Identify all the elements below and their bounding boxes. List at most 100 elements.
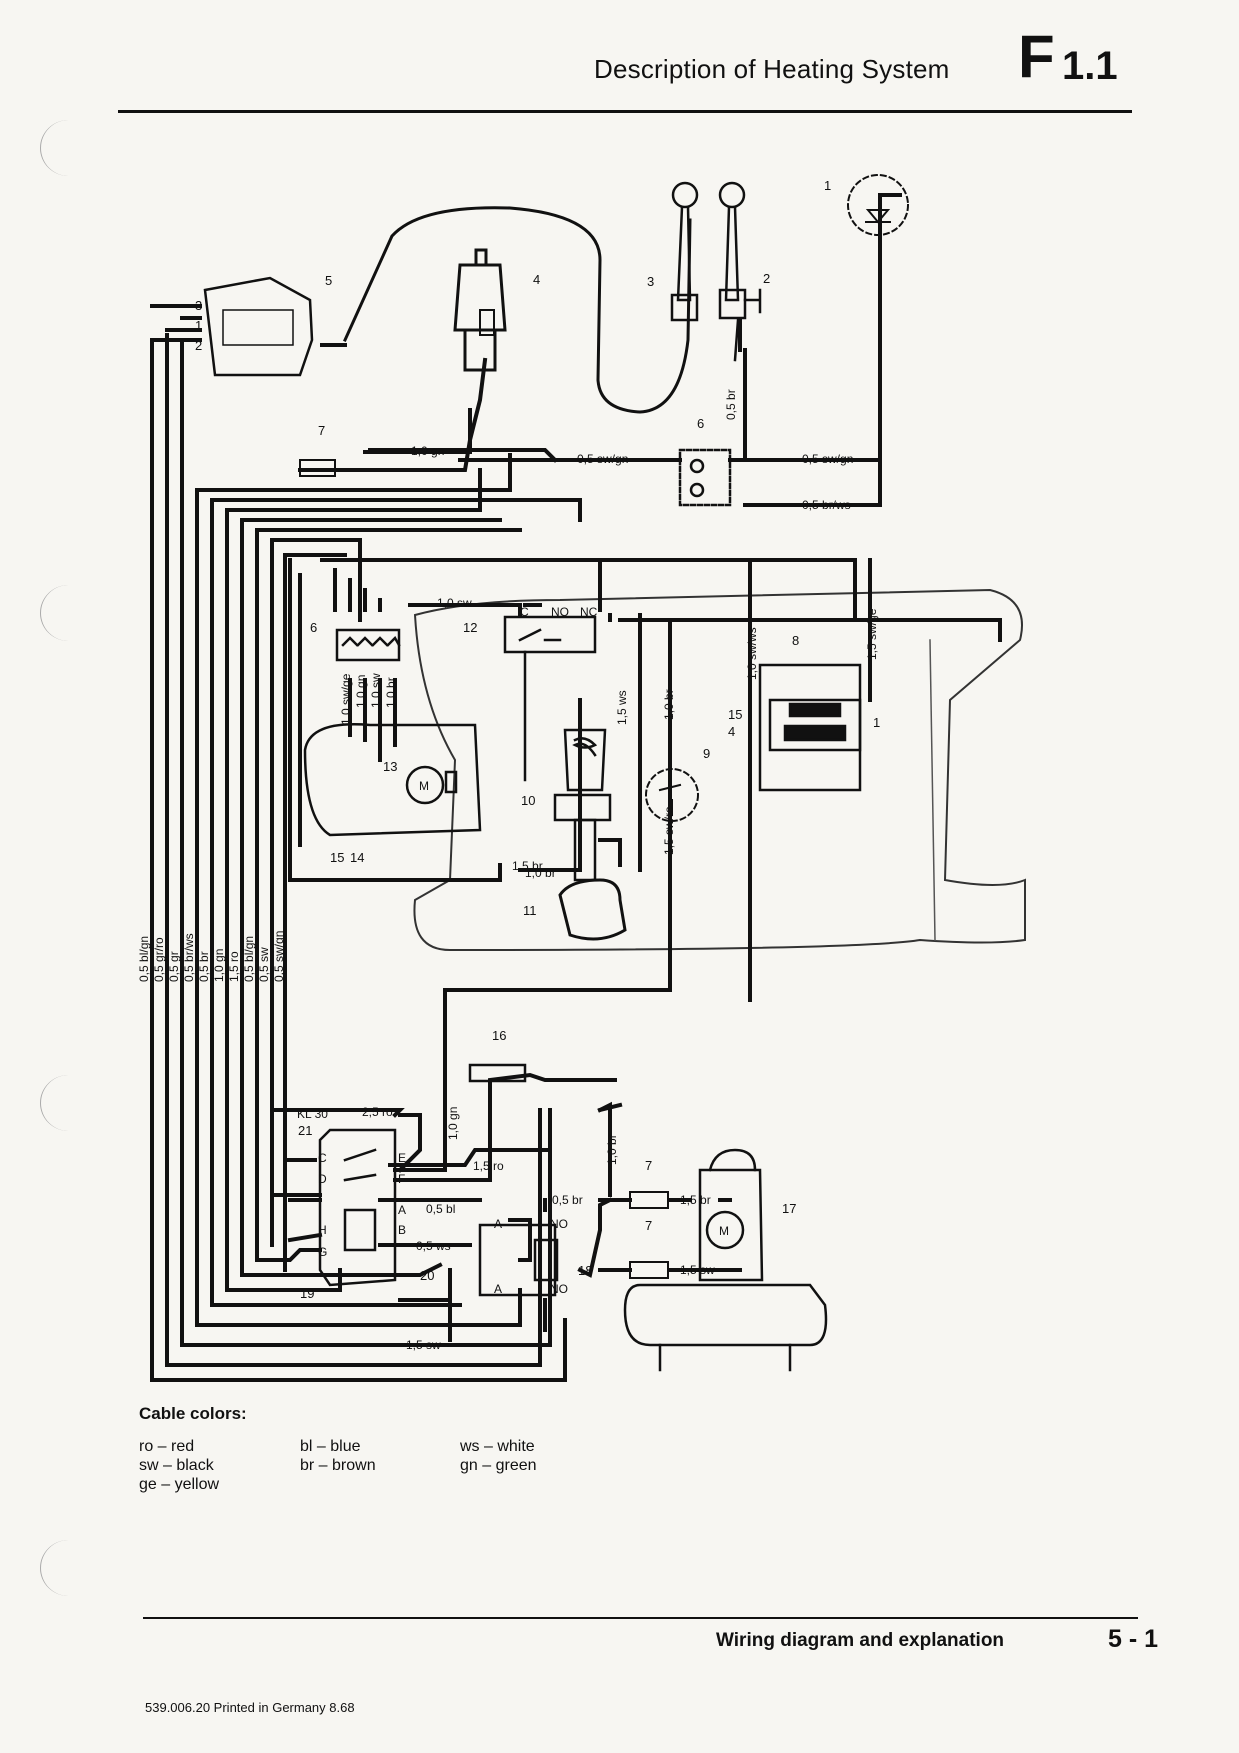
connector-6-top bbox=[678, 448, 732, 507]
wire-label: 1,0 br bbox=[525, 866, 556, 880]
bundle-label: 1,0 gn bbox=[212, 949, 226, 982]
footer-divider bbox=[143, 1617, 1138, 1619]
legend-item: ro – red bbox=[139, 1438, 195, 1455]
bundle-labels: 0,5 bl/gn 0,5 gr/ro 0,5 gr 0,5 br/ws 0,5… bbox=[137, 931, 286, 982]
terminal-label: A bbox=[398, 1203, 406, 1217]
wire-label: 0,5 ws bbox=[416, 1239, 451, 1253]
component-number: 21 bbox=[298, 1123, 312, 1138]
component-number: 13 bbox=[383, 759, 397, 774]
component-number: 6 bbox=[310, 620, 317, 635]
binder-hole bbox=[40, 120, 97, 176]
wire-bundle-left bbox=[150, 333, 287, 1382]
component-number: 12 bbox=[463, 620, 477, 635]
heater-body-outline bbox=[413, 588, 1026, 952]
section-code-letter: F bbox=[1018, 23, 1055, 90]
bundle-label: 0,5 br bbox=[197, 951, 211, 982]
terminal-label: B bbox=[398, 1223, 406, 1237]
section-code-number: 1.1 bbox=[1062, 44, 1118, 88]
switch-12 bbox=[503, 615, 597, 782]
terminal-label: A bbox=[494, 1282, 502, 1296]
blower-motor-13 bbox=[303, 723, 482, 837]
diode-1 bbox=[847, 174, 909, 236]
terminal-label: C bbox=[520, 605, 529, 619]
component-number: 5 bbox=[325, 273, 332, 288]
component-number: 7 bbox=[645, 1158, 652, 1173]
terminal-label: A bbox=[494, 1217, 502, 1231]
component-number: 17 bbox=[782, 1201, 796, 1216]
terminal-label: C bbox=[318, 1151, 327, 1165]
component-number: 2 bbox=[195, 338, 202, 353]
wire-label: 0,5 sw/gn bbox=[577, 452, 628, 466]
component-number: 15 bbox=[330, 850, 344, 865]
thermostat-18 bbox=[478, 1223, 559, 1297]
terminal-label: NO bbox=[550, 1217, 568, 1231]
footer-section-title: Wiring diagram and explanation bbox=[716, 1630, 1005, 1651]
page-title: Description of Heating System bbox=[594, 54, 950, 84]
terminal-label: NO bbox=[551, 605, 569, 619]
component-number: 1 bbox=[824, 178, 831, 193]
wire-label: 0,5 br/ws bbox=[802, 498, 851, 512]
bundle-label: 1,5 ro bbox=[227, 951, 241, 982]
component-number: 3 bbox=[647, 274, 654, 289]
fuse-7-b bbox=[629, 1191, 669, 1209]
header-divider bbox=[118, 110, 1132, 113]
page-number: 5 - 1 bbox=[1108, 1625, 1159, 1653]
control-cable bbox=[343, 206, 692, 414]
ignition-coil-11 bbox=[558, 878, 627, 941]
legend-column-1: ro – red sw – black ge – yellow bbox=[139, 1437, 219, 1494]
component-number: 4 bbox=[728, 724, 735, 739]
wire-label: 0,5 bl bbox=[426, 1202, 455, 1216]
component-number: 6 bbox=[697, 416, 704, 431]
component-number: 20 bbox=[420, 1268, 434, 1283]
component-number: 18 bbox=[578, 1263, 592, 1278]
terminal-label: G bbox=[318, 1245, 327, 1259]
component-number: 7 bbox=[318, 423, 325, 438]
binder-hole bbox=[40, 1075, 97, 1131]
wire-label: 0,5 sw/gn bbox=[802, 452, 853, 466]
legend-item: bl – blue bbox=[300, 1438, 361, 1455]
component-numbers: 1 2 3 4 5 6 7 8 9 10 11 12 13 14 15 16 1… bbox=[195, 178, 880, 1301]
component-number: 1 bbox=[873, 715, 880, 730]
wire-label: 1,5 br bbox=[680, 1193, 711, 1207]
component-number: 11 bbox=[523, 903, 537, 918]
legend-item: br – brown bbox=[300, 1457, 376, 1474]
component-number: 2 bbox=[763, 271, 770, 286]
resistor-8 bbox=[758, 663, 862, 792]
control-unit-5 bbox=[203, 276, 314, 377]
bundle-label: 0,5 br/ws bbox=[182, 933, 196, 982]
terminal-letters: C D E F H G B A C NO NC A NO A NO M M bbox=[318, 605, 729, 1296]
relay-19 bbox=[318, 1128, 397, 1287]
component-number: 15 bbox=[728, 707, 742, 722]
legend-item: sw – black bbox=[139, 1457, 214, 1474]
wire-label: 1,0 gn bbox=[411, 444, 444, 458]
wire-label: 1,0 sw bbox=[369, 673, 383, 708]
wire-label: 1,5 ws bbox=[615, 690, 629, 725]
fuse-7 bbox=[299, 459, 336, 477]
bundle-label: 0,5 gr bbox=[167, 951, 181, 982]
terminal-label: NO bbox=[550, 1282, 568, 1296]
legend-item: ge – yellow bbox=[139, 1476, 220, 1493]
wire-label: 1,0 sw bbox=[437, 596, 472, 610]
wire-label: 1,0 sw/ws bbox=[745, 627, 759, 680]
motor-label: M bbox=[719, 1224, 729, 1238]
wire-label: 1,0 br bbox=[662, 689, 676, 720]
wire-label: 1,0 sw/ge bbox=[339, 673, 353, 725]
bundle-label: 0,5 bl/gn bbox=[137, 936, 151, 982]
terminal-label: NC bbox=[580, 605, 598, 619]
component-number: 3 bbox=[195, 298, 202, 313]
wire-label: 1,0 gn bbox=[446, 1107, 460, 1140]
wiring-diagram: 1 2 3 4 5 6 7 8 9 10 11 12 13 14 15 16 1… bbox=[137, 174, 1026, 1382]
bundle-label: 0,5 bl/gn bbox=[242, 936, 256, 982]
component-number: 14 bbox=[350, 850, 364, 865]
glow-plug-10 bbox=[553, 728, 612, 882]
legend-item: ws – white bbox=[460, 1438, 535, 1455]
fuse-16 bbox=[468, 1063, 527, 1083]
wire-label: 1,5 ro bbox=[473, 1159, 504, 1173]
control-levers bbox=[670, 181, 762, 362]
terminal-label: D bbox=[318, 1172, 327, 1186]
wire-label: 1,0 br bbox=[605, 1134, 619, 1165]
binder-hole bbox=[40, 1540, 97, 1596]
wire-label: 1,5 br bbox=[512, 859, 543, 873]
wire-label: KL 30 bbox=[297, 1107, 328, 1121]
legend-column-2: bl – blue br – brown bbox=[300, 1437, 376, 1475]
